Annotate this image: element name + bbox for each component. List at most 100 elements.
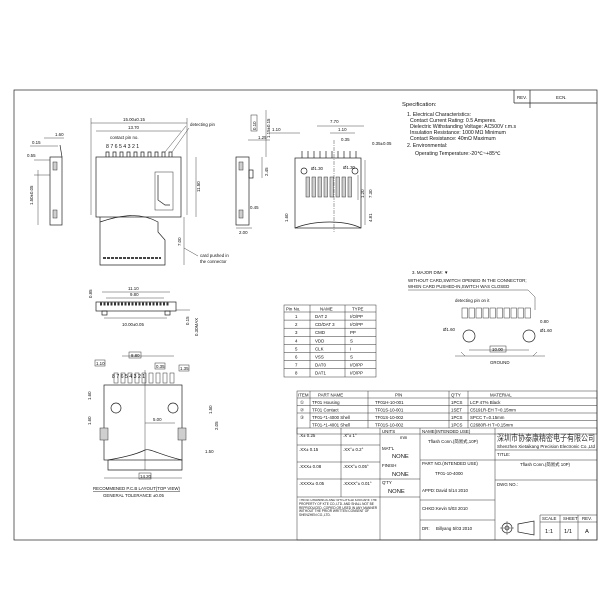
svg-text:4.81: 4.81 [368, 213, 373, 222]
rev-header: REV. [517, 95, 527, 100]
svg-text:NAME(INTENDED USE): NAME(INTENDED USE) [422, 429, 471, 434]
svg-text:TITLE:: TITLE: [497, 452, 510, 457]
top-view: 15.00±0.15 13.70 11.50 7.00 contact pin … [90, 117, 229, 266]
svg-text:7.30: 7.30 [368, 189, 373, 198]
svg-text:NAME: NAME [320, 307, 333, 312]
svg-text:the connector: the connector [200, 259, 227, 264]
svg-text:0.80: 0.80 [540, 319, 549, 324]
svg-text:1.15±0.15: 1.15±0.15 [266, 118, 271, 138]
pin-type: I/O/PP [350, 322, 363, 327]
svg-text:1. Electrical Characteristics:: 1. Electrical Characteristics: [407, 112, 471, 118]
pin-number: 4 [295, 338, 298, 343]
pcb-layout: 8.80 1.10 0.35 1.35 1.60 1.60 5.00 1.50 … [87, 351, 219, 498]
general-tolerance: GENERAL TOLERANCE ±0.05 [103, 493, 164, 498]
part-cell: 1PCS [451, 415, 463, 420]
svg-text:UNITS: UNITS [382, 429, 395, 434]
svg-text:Tflash Conn.(简易式,10P): Tflash Conn.(简易式,10P) [428, 438, 479, 445]
svg-text:5.00: 5.00 [153, 417, 162, 422]
svg-text:2.00: 2.00 [239, 230, 248, 235]
svg-text:0.30MAX: 0.30MAX [194, 318, 199, 336]
svg-text:SCALE: SCALE [542, 516, 556, 521]
svg-text:Contact Resistance: 40mΩ Maxim: Contact Resistance: 40mΩ Maximum [410, 136, 496, 142]
tolerance-linear: .XXXX± 0.05 [299, 481, 325, 486]
pin-number: 1 [295, 314, 298, 319]
svg-text:0.10: 0.10 [252, 121, 257, 130]
tolerance-linear: .XXX± 0.08 [299, 464, 322, 469]
pin-type: I/O/PP [350, 314, 363, 319]
pad [510, 307, 517, 319]
svg-text:1.35: 1.35 [180, 366, 189, 371]
part-cell: 1PCS [451, 400, 463, 405]
pin-number: 6 [295, 355, 298, 360]
svg-text:Ø1.60: Ø1.60 [540, 328, 553, 333]
pin-name: VSS [315, 355, 324, 360]
pcb-caption: RECOMMENED P.C.B LAYOUT(TOP VIEW) [93, 486, 181, 491]
pin-name: CLK [315, 346, 324, 351]
part-cell: C2680R-H T=0.15mm [470, 423, 513, 428]
svg-text:0.35: 0.35 [341, 137, 350, 142]
pin-name: CD/DAT 3 [315, 322, 335, 327]
svg-text:Contact Current Rating: 0.5 Am: Contact Current Rating: 0.5 Amperes. [410, 118, 497, 124]
svg-text:REV.: REV. [582, 516, 592, 521]
svg-text:card pushed in: card pushed in [200, 253, 229, 258]
svg-text:A: A [585, 529, 589, 535]
svg-text:8.80: 8.80 [131, 353, 140, 358]
part-cell: 1PCS [451, 423, 463, 428]
pin-type: S [350, 338, 353, 343]
column-header: MATERIAL [490, 393, 512, 398]
part-cell: TF01S-10-002 [375, 415, 404, 420]
svg-text:0.45: 0.45 [250, 205, 259, 210]
svg-text:0.85: 0.85 [88, 289, 93, 298]
part-cell: TF01-*1-4001 Shell [312, 423, 350, 428]
tolerance-linear: .XX± 0.15 [299, 447, 319, 452]
side-view-left: 1.60 0.15 0.55 1.50±0.05 [27, 132, 64, 226]
svg-text:TF01-10-4000: TF01-10-4000 [435, 471, 463, 476]
svg-text:DR:: DR: [422, 526, 430, 531]
company-name-cn: 深圳市协泰康精密电子有限公司 [497, 432, 595, 443]
pin-type: I [350, 346, 351, 351]
specification: Specification: 1. Electrical Characteris… [402, 102, 517, 157]
svg-text:2. Environmental:: 2. Environmental: [407, 143, 447, 149]
pad [461, 307, 468, 319]
part-cell: 1SET [451, 408, 462, 413]
pin-number: 7 [295, 363, 298, 368]
column-header: Q'TY [451, 393, 461, 398]
part-cell: TF01 Contact [312, 408, 339, 413]
svg-text:WITHOUT CARD,SWITCH OPENED IN: WITHOUT CARD,SWITCH OPENED IN THE CONNEC… [408, 278, 527, 283]
svg-text:0.15: 0.15 [185, 316, 190, 325]
svg-text:CHKD:: CHKD: [422, 506, 436, 511]
tolerance-angular: .XXX°± 0.05° [343, 464, 369, 469]
tolerance-angular: .XXXX°± 0.01° [343, 481, 372, 486]
pin-name: CMD [315, 330, 325, 335]
pin-number: 2 [295, 322, 298, 327]
svg-text:SHEET: SHEET [563, 516, 578, 521]
major-dim-section: 3. MAJOR DIM: ▼ WITHOUT CARD,SWITCH OPEN… [408, 270, 553, 365]
pad [496, 307, 503, 319]
svg-text:Ø1.60: Ø1.60 [443, 327, 456, 332]
pin-number: 3 [295, 330, 298, 335]
svg-text:Tflash Conn.(简易式 10P): Tflash Conn.(简易式 10P) [520, 461, 571, 468]
pin-name: DAT0 [315, 363, 326, 368]
pin-name: VDD [315, 338, 324, 343]
svg-text:1:1: 1:1 [545, 529, 553, 535]
part-cell: TF01H-10-001 [375, 400, 404, 405]
pin-number: 5 [295, 346, 298, 351]
pin-type: I/O/PP [350, 363, 363, 368]
part-cell: TF01-*1-4000 Shell [312, 415, 350, 420]
svg-text:Insulation Resistance: 1000 MΩ: Insulation Resistance: 1000 MΩ Minimum [410, 130, 506, 136]
svg-text:0.35: 0.35 [156, 364, 165, 369]
pad [489, 307, 496, 319]
part-cell: ① [300, 400, 304, 405]
svg-text:Billyang 5/03 2010: Billyang 5/03 2010 [436, 526, 473, 531]
pin-type: S [350, 355, 353, 360]
pad [503, 307, 510, 319]
pin-type: I/O/PP [350, 371, 363, 376]
part-cell: SPCC T=0.15mm [470, 415, 505, 420]
part-cell: TF01S-10-001 [375, 408, 404, 413]
company-name-en: Shenzhen Xietaikang Precision Electronic… [497, 444, 596, 449]
svg-text:Pin No.: Pin No. [286, 307, 300, 312]
svg-text:1.50: 1.50 [205, 449, 214, 454]
svg-text:15.00±0.15: 15.00±0.15 [123, 117, 146, 122]
svg-text:10.00±0.05: 10.00±0.05 [122, 322, 145, 327]
